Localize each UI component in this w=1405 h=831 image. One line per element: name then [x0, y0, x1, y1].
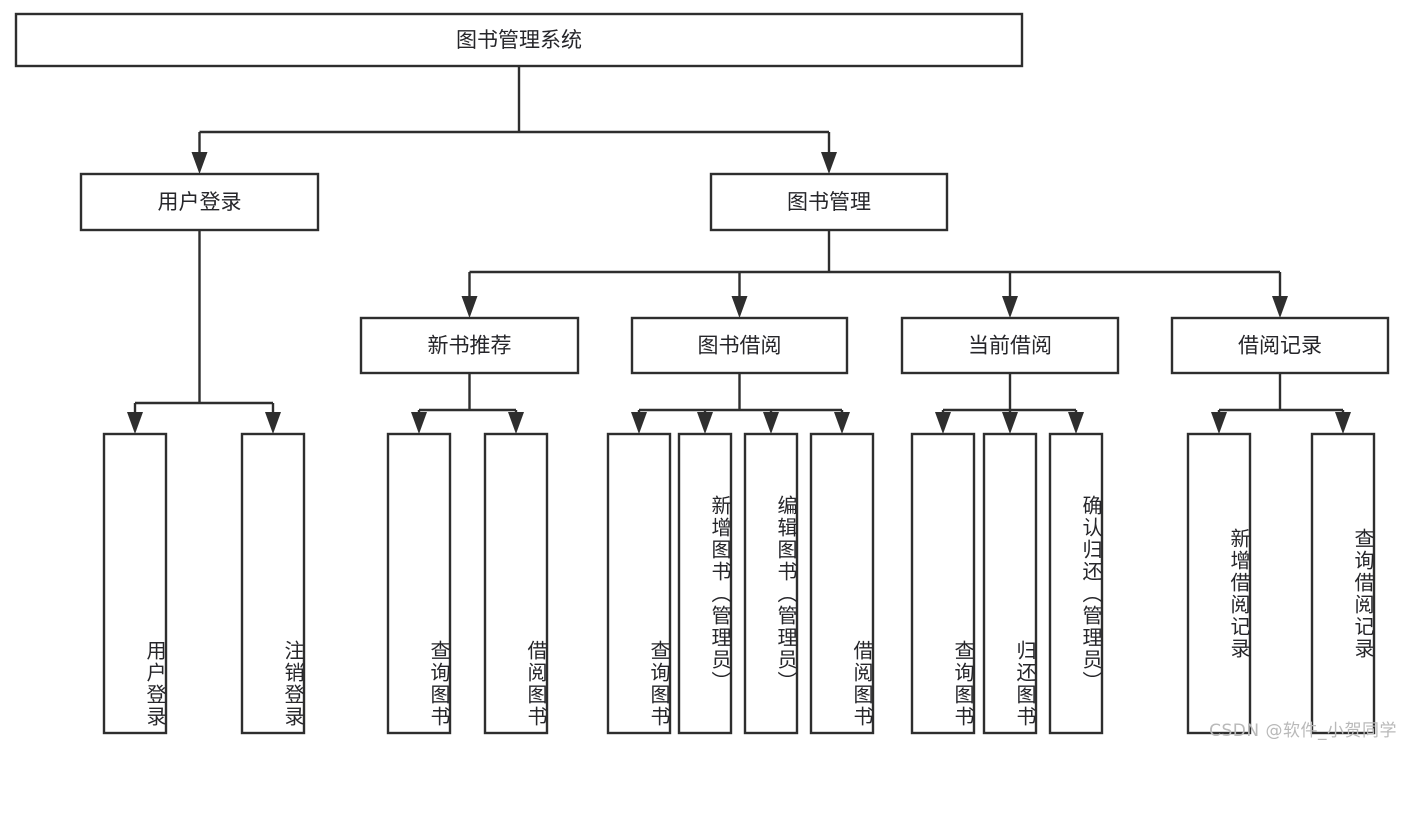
flowchart-canvas: 图书管理系统用户登录图书管理新书推荐图书借阅当前借阅借阅记录 用户登录注销登录查…: [14, 12, 1397, 741]
node-box-leaf-add-borrow-record[interactable]: [1186, 432, 1252, 735]
node-box-leaf-logout-login[interactable]: [240, 432, 306, 735]
node-label-current-borrow: 当前借阅: [968, 334, 1052, 358]
connector-layer: [127, 66, 1351, 434]
node-box-leaf-query-book-borrow[interactable]: [606, 432, 672, 735]
node-leaf-return-book[interactable]: [982, 432, 1038, 735]
node-leaf-query-book-current[interactable]: [910, 432, 976, 735]
node-box-leaf-borrow-book[interactable]: [809, 432, 875, 735]
node-box-root[interactable]: [14, 12, 1024, 68]
node-box-book-borrow[interactable]: [630, 316, 849, 375]
node-leaf-edit-book-admin[interactable]: [743, 432, 799, 735]
node-root[interactable]: 图书管理系统: [14, 12, 1024, 68]
node-current-borrow[interactable]: 当前借阅: [900, 316, 1120, 375]
node-book-management[interactable]: 图书管理: [709, 172, 949, 232]
node-label-book-management: 图书管理: [787, 190, 871, 214]
node-user-login[interactable]: 用户登录: [79, 172, 320, 232]
node-box-leaf-add-book-admin[interactable]: [677, 432, 733, 735]
node-box-new-book-recommend[interactable]: [359, 316, 580, 375]
node-box-borrow-record[interactable]: [1170, 316, 1390, 375]
node-box-leaf-return-book[interactable]: [982, 432, 1038, 735]
node-box-leaf-user-login[interactable]: [102, 432, 168, 735]
node-box-leaf-query-book-current[interactable]: [910, 432, 976, 735]
node-book-borrow[interactable]: 图书借阅: [630, 316, 849, 375]
node-leaf-query-borrow-record[interactable]: [1310, 432, 1376, 735]
node-box-leaf-query-book-rec[interactable]: [386, 432, 452, 735]
node-label-book-borrow: 图书借阅: [698, 334, 782, 358]
node-label-user-login: 用户登录: [158, 190, 242, 214]
node-label-root: 图书管理系统: [456, 28, 582, 52]
node-box-leaf-confirm-return-admin[interactable]: [1048, 432, 1104, 735]
node-leaf-user-login[interactable]: [102, 432, 168, 735]
node-leaf-confirm-return-admin[interactable]: [1048, 432, 1104, 735]
node-leaf-add-book-admin[interactable]: [677, 432, 733, 735]
node-leaf-query-book-borrow[interactable]: [606, 432, 672, 735]
node-label-borrow-record: 借阅记录: [1238, 334, 1322, 358]
node-box-current-borrow[interactable]: [900, 316, 1120, 375]
node-box-leaf-borrow-book-rec[interactable]: [483, 432, 549, 735]
csdn-watermark: CSDN @软件_小贺同学: [1209, 721, 1397, 741]
node-box-leaf-edit-book-admin[interactable]: [743, 432, 799, 735]
node-leaf-borrow-book-rec[interactable]: [483, 432, 549, 735]
node-leaf-borrow-book[interactable]: [809, 432, 875, 735]
node-new-book-recommend[interactable]: 新书推荐: [359, 316, 580, 375]
node-box-book-management[interactable]: [709, 172, 949, 232]
node-borrow-record[interactable]: 借阅记录: [1170, 316, 1390, 375]
node-leaf-add-borrow-record[interactable]: [1186, 432, 1252, 735]
node-label-new-book-recommend: 新书推荐: [428, 334, 512, 358]
node-leaf-query-book-rec[interactable]: [386, 432, 452, 735]
node-leaf-logout-login[interactable]: [240, 432, 306, 735]
node-box-leaf-query-borrow-record[interactable]: [1310, 432, 1376, 735]
node-box-user-login[interactable]: [79, 172, 320, 232]
